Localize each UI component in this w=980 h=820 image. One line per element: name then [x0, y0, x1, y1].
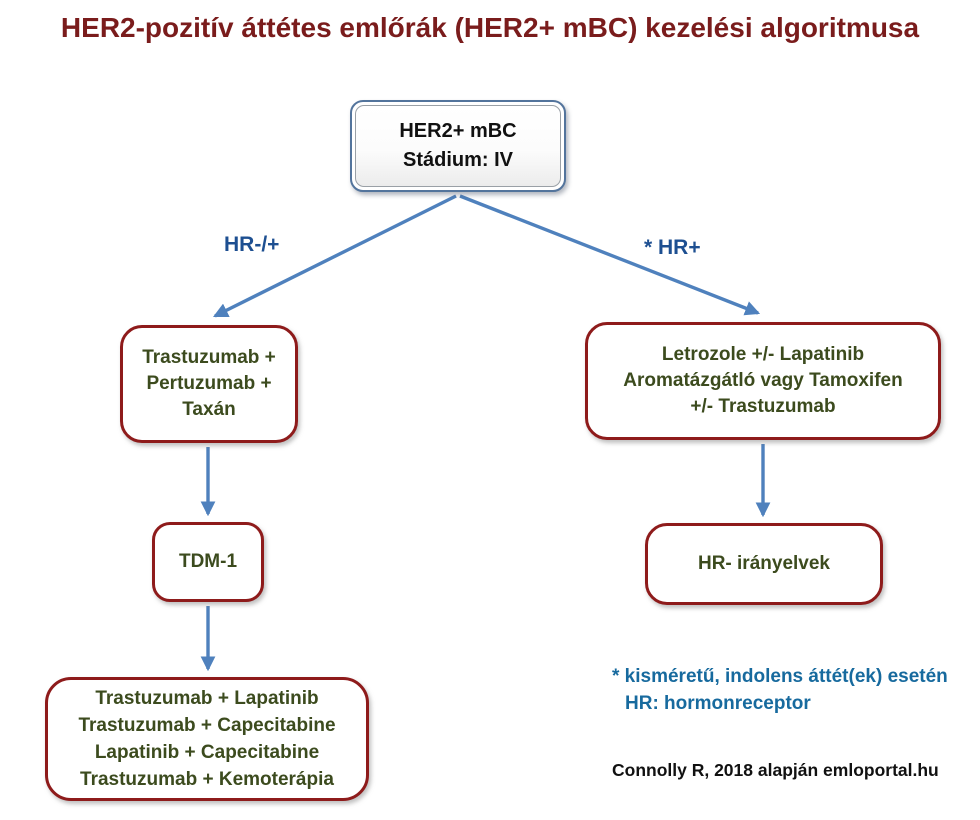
node-letrozole-lapatinib: Letrozole +/- Lapatinib Aromatázgátló va… [585, 322, 941, 440]
footnote: * kisméretű, indolens áttét(ek) esetén H… [612, 663, 948, 717]
node-text-line: Aromatázgátló vagy Tamoxifen [623, 370, 903, 391]
node-text-line: Trastuzumab + Lapatinib [95, 688, 319, 709]
node-hr-guidelines: HR- irányelvek [645, 523, 883, 605]
footnote-line: * kisméretű, indolens áttét(ek) esetén [612, 666, 948, 687]
node-her2-mbc-stage-iv-body: HER2+ mBC Stádium: IV [355, 105, 561, 187]
node-text-line: Lapatinib + Capecitabine [94, 742, 320, 763]
node-text-line: Taxán [182, 399, 236, 420]
node-tdm1: TDM-1 [152, 522, 264, 602]
arrow-root-to-left [212, 194, 457, 318]
node-text-line: Stádium: IV [402, 149, 513, 171]
page-title: HER2-pozitív áttétes emlőrák (HER2+ mBC)… [60, 12, 920, 43]
node-text-line: Trastuzumab + Kemoterápia [80, 769, 334, 790]
node-trastuzumab-pertuzumab-taxan: Trastuzumab + Pertuzumab + Taxán [120, 325, 298, 443]
node-text-line: Trastuzumab + Capecitabine [78, 715, 336, 736]
node-text-line: Trastuzumab + [142, 347, 276, 368]
arrow-root-to-right [459, 194, 761, 316]
node-text-line: HER2+ mBC [399, 120, 517, 142]
node-text-line: Letrozole +/- Lapatinib [661, 344, 865, 365]
node-text-line: Pertuzumab + [146, 373, 272, 394]
node-text-line: TDM-1 [178, 551, 238, 572]
node-third-line-options: Trastuzumab + Lapatinib Trastuzumab + Ca… [45, 677, 369, 801]
node-text-line: +/- Trastuzumab [690, 396, 836, 417]
node-her2-mbc-stage-iv: HER2+ mBC Stádium: IV [350, 100, 566, 192]
footnote-line: HR: hormonreceptor [625, 693, 811, 714]
branch-label-hr-pos: * HR+ [644, 236, 701, 259]
branch-label-hr-neg-pos: HR-/+ [224, 233, 280, 256]
node-text-line: HR- irányelvek [697, 553, 830, 574]
credit-line: Connolly R, 2018 alapján emloportal.hu [612, 760, 939, 780]
